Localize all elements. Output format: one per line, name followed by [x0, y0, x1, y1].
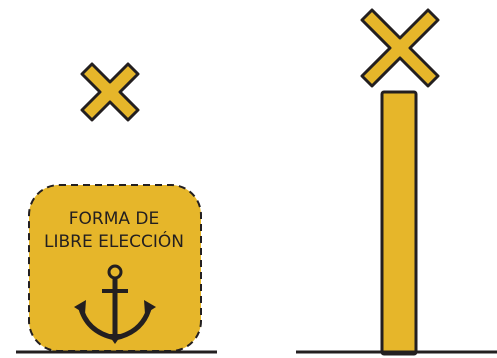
pillar-body	[380, 90, 418, 356]
anchor-icon	[74, 264, 156, 344]
free-form-label-line1: FORMA DE	[68, 209, 160, 229]
free-form-body	[28, 184, 202, 352]
left-x-topmark-icon	[80, 62, 140, 122]
right-x-topmark-icon	[360, 8, 440, 88]
free-form-label-line2: LIBRE ELECCIÓN	[44, 232, 184, 252]
